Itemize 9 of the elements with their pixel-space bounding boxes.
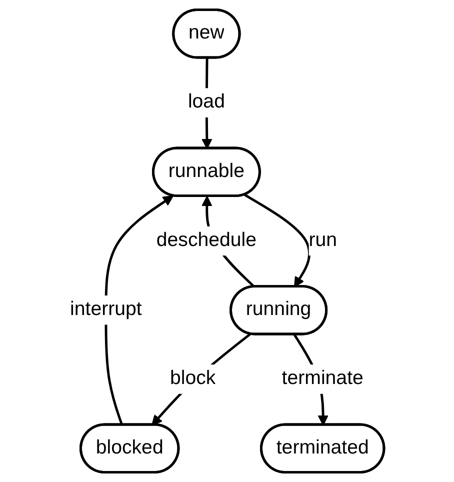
edge-label: load — [188, 92, 225, 113]
arrow — [152, 333, 251, 426]
arrow — [244, 194, 310, 288]
edge-label: run — [308, 230, 338, 251]
edge-label: terminate — [282, 368, 364, 390]
edge-label: interrupt — [70, 299, 142, 320]
arrow — [104, 195, 174, 426]
edge-label: deschedule — [156, 230, 257, 251]
edge-label: block — [170, 368, 216, 390]
